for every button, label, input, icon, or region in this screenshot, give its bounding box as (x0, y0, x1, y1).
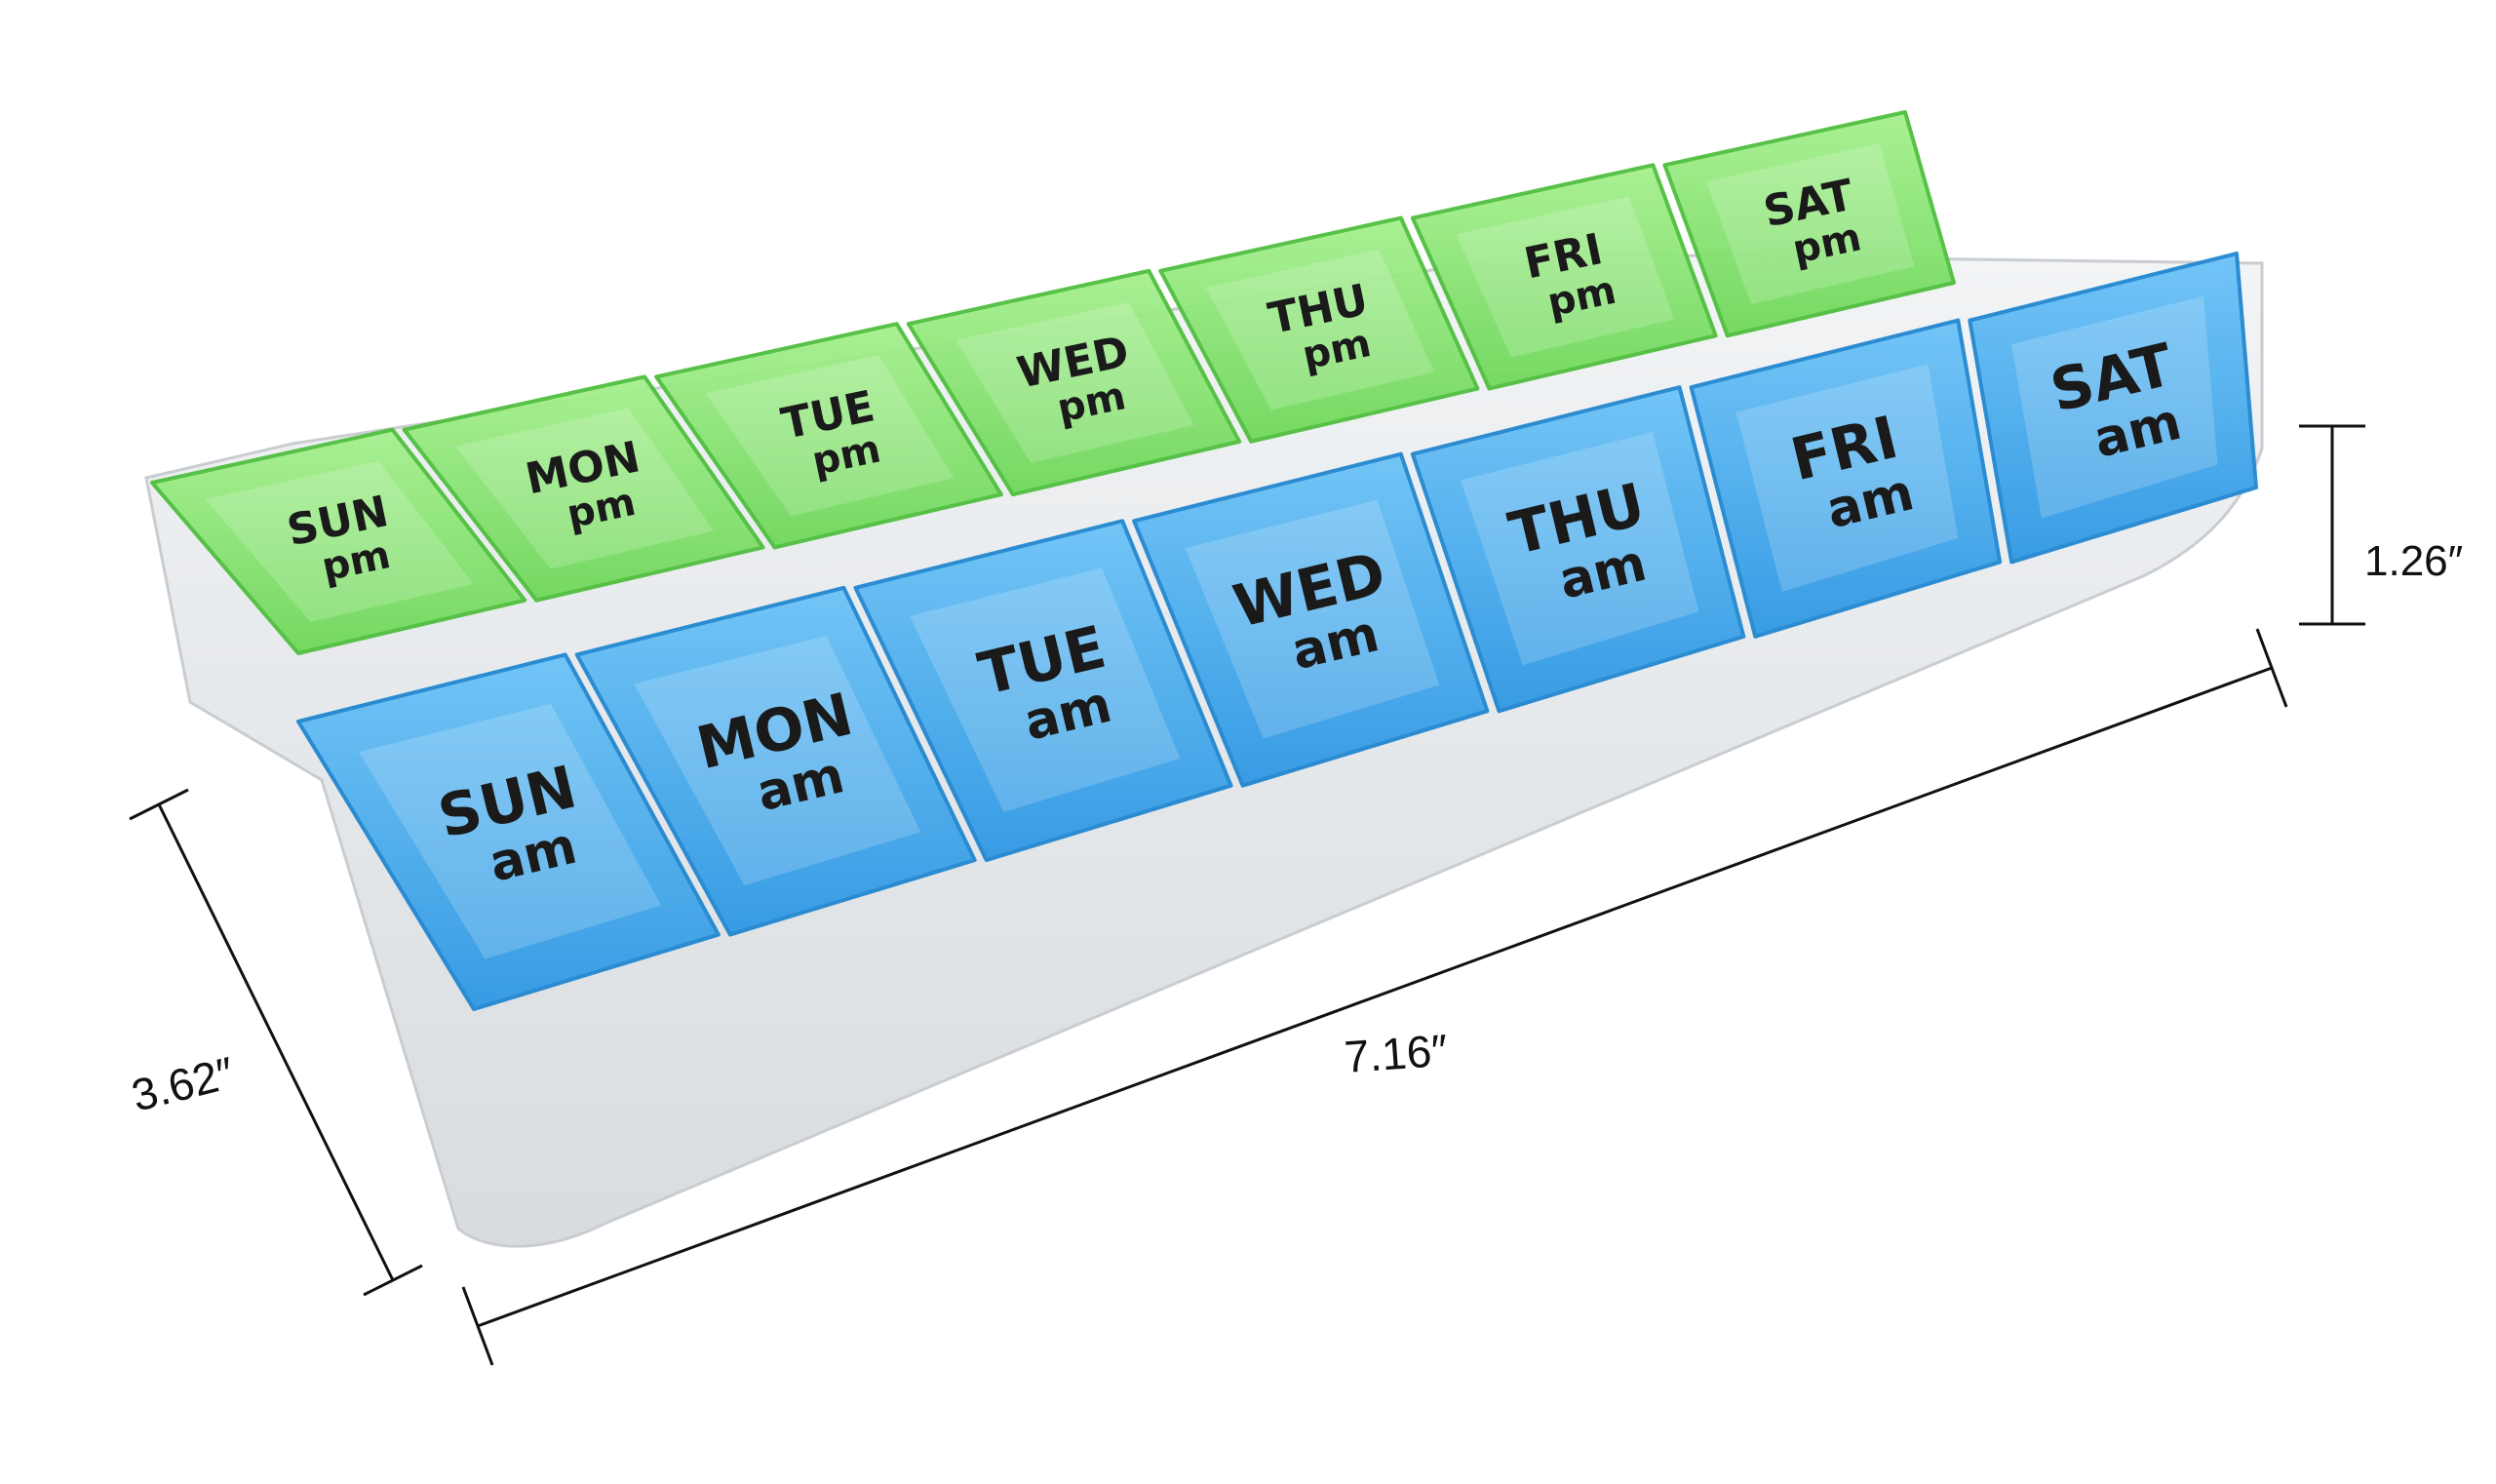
am-lid-sun[interactable] (296, 652, 721, 1011)
am-lid-sat[interactable] (1968, 252, 2258, 565)
pm-lid-sat[interactable] (1662, 110, 1956, 338)
pm-lid-sun[interactable] (150, 427, 527, 655)
lid-window (358, 703, 662, 959)
length-dimension: 7.16″ (461, 628, 2288, 1366)
lid-window (455, 408, 715, 569)
height-label: 1.26″ (2364, 537, 2463, 585)
lid-window (2011, 295, 2218, 519)
lid-window (956, 301, 1194, 464)
pm-lid-wed[interactable] (906, 268, 1242, 497)
lid-window (705, 355, 955, 517)
pm-lid-mon[interactable] (402, 374, 765, 603)
pm-lid-thu[interactable] (1158, 215, 1480, 444)
pm-lid-fri[interactable] (1410, 163, 1718, 391)
lid-window (909, 567, 1181, 812)
am-lid-fri[interactable] (1689, 318, 2003, 639)
lid-window (1736, 364, 1959, 592)
lid-window (1460, 432, 1699, 666)
width-label: 3.62″ (127, 1047, 239, 1121)
am-lid-wed[interactable] (1132, 451, 1490, 788)
lid-window (1205, 249, 1434, 410)
pm-lid-tue[interactable] (654, 322, 1003, 550)
lid-window (205, 460, 474, 622)
lid-window (1705, 143, 1915, 305)
lid-window (1456, 196, 1675, 358)
height-dimension: 1.26″ (2299, 424, 2463, 626)
length-label: 7.16″ (1343, 1025, 1449, 1082)
lid-window (634, 636, 921, 886)
am-lid-tue[interactable] (853, 519, 1233, 863)
am-lid-mon[interactable] (574, 585, 977, 937)
lid-window (1185, 499, 1440, 739)
am-lid-thu[interactable] (1410, 385, 1746, 714)
